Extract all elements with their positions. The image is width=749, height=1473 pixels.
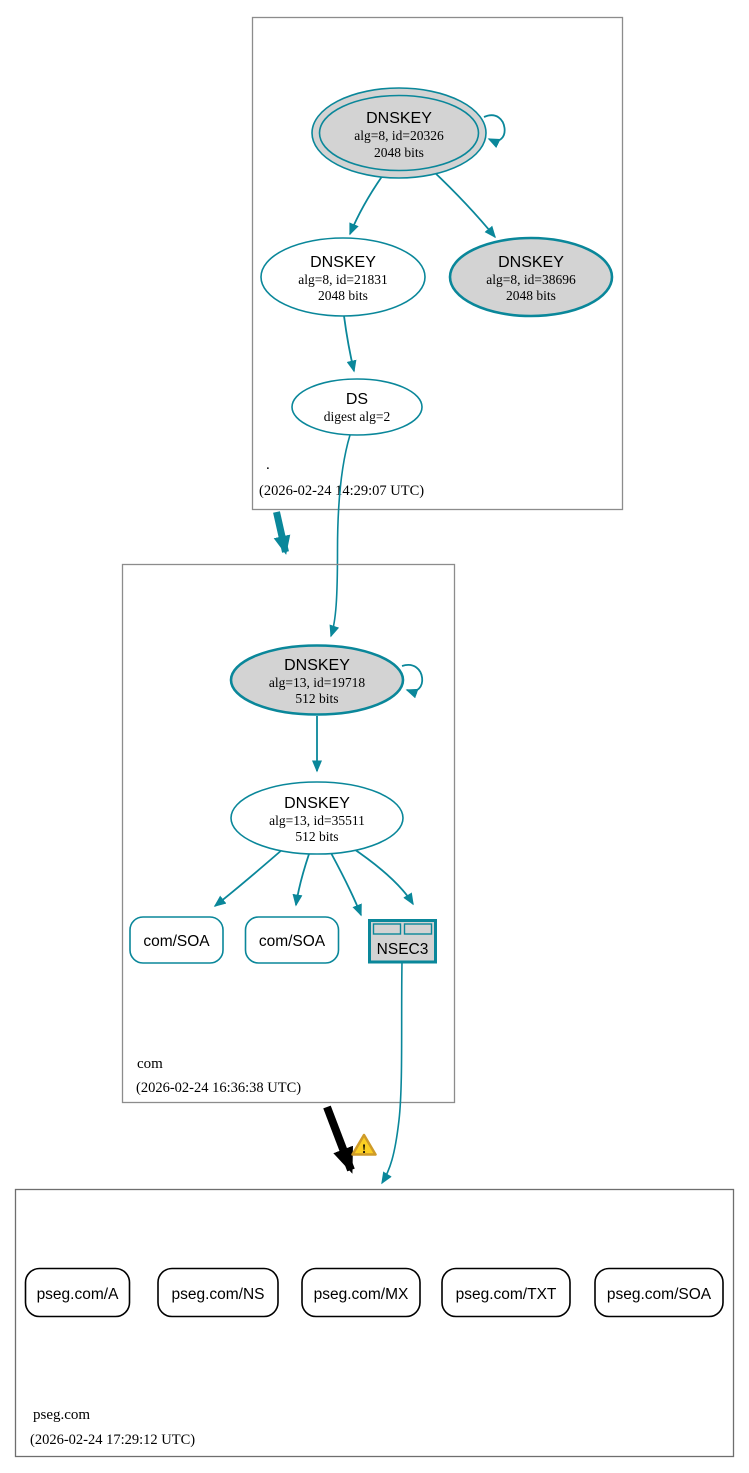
edge-root-ds-to-com-ksk <box>329 434 351 638</box>
zone-box-root <box>251 16 624 511</box>
svg-text:DNSKEY: DNSKEY <box>498 254 564 271</box>
edge-root-delegation-to-com <box>273 511 291 555</box>
svg-text:com/SOA: com/SOA <box>259 933 326 950</box>
svg-text:!: ! <box>362 1141 366 1156</box>
svg-text:512 bits: 512 bits <box>295 829 338 844</box>
svg-text:pseg.com/SOA: pseg.com/SOA <box>607 1286 712 1303</box>
svg-text:digest alg=2: digest alg=2 <box>324 409 390 424</box>
zone-box-com <box>121 563 456 1104</box>
zone-timestamp-root: (2026-02-24 14:29:07 UTC) <box>259 483 424 499</box>
rrset-node-pseg-com-a[interactable]: pseg.com/A <box>24 1267 131 1318</box>
edge-root-ksk-to-key38696 <box>431 169 496 239</box>
svg-text:DNSKEY: DNSKEY <box>284 657 350 674</box>
svg-text:DNSKEY: DNSKEY <box>284 795 350 812</box>
rrset-node-pseg-com-mx[interactable]: pseg.com/MX <box>301 1267 421 1318</box>
zone-timestamp-com: (2026-02-24 16:36:38 UTC) <box>136 1080 301 1096</box>
zone-label-pseg-com: pseg.com <box>33 1407 90 1423</box>
zone-label-root: . <box>266 457 270 473</box>
svg-text:pseg.com/TXT: pseg.com/TXT <box>456 1286 557 1303</box>
self-loop-root-ksk <box>483 114 506 149</box>
rrset-node-com-soa-2[interactable]: com/SOA <box>244 916 340 964</box>
svg-text:NSEC3: NSEC3 <box>377 941 429 958</box>
svg-text:alg=8, id=20326: alg=8, id=20326 <box>354 128 444 143</box>
zone-label-com: com <box>137 1056 163 1072</box>
svg-text:alg=13, id=19718: alg=13, id=19718 <box>269 675 365 690</box>
warning-icon[interactable]: ! <box>351 1133 377 1156</box>
edge-com-zsk-to-nsec3-left <box>330 852 362 917</box>
edge-root-zsk-to-ds <box>343 315 357 373</box>
svg-text:com/SOA: com/SOA <box>143 933 210 950</box>
svg-text:pseg.com/A: pseg.com/A <box>37 1286 120 1303</box>
svg-text:alg=13, id=35511: alg=13, id=35511 <box>269 813 365 828</box>
dnskey-node-com-ksk-19718[interactable]: DNSKEY alg=13, id=19718 512 bits <box>229 644 405 716</box>
svg-text:alg=8, id=21831: alg=8, id=21831 <box>298 272 387 287</box>
svg-text:alg=8, id=38696: alg=8, id=38696 <box>486 272 576 287</box>
dnskey-node-root-ksk-20326[interactable]: DNSKEY alg=8, id=20326 2048 bits <box>311 87 487 179</box>
svg-text:pseg.com/MX: pseg.com/MX <box>314 1286 409 1303</box>
svg-text:512 bits: 512 bits <box>295 691 338 706</box>
rrset-node-pseg-com-txt[interactable]: pseg.com/TXT <box>441 1267 571 1318</box>
zone-timestamp-pseg-com: (2026-02-24 17:29:12 UTC) <box>30 1432 195 1448</box>
edge-com-zsk-to-soa1 <box>213 848 284 907</box>
rrset-node-pseg-com-soa[interactable]: pseg.com/SOA <box>594 1267 724 1318</box>
edge-root-ksk-to-zsk <box>349 174 384 236</box>
self-loop-com-ksk <box>401 664 424 699</box>
svg-text:DNSKEY: DNSKEY <box>310 254 376 271</box>
ds-node-root[interactable]: DS digest alg=2 <box>291 378 423 436</box>
dnskey-node-root-38696[interactable]: DNSKEY alg=8, id=38696 2048 bits <box>448 236 614 318</box>
dnskey-node-root-zsk-21831[interactable]: DNSKEY alg=8, id=21831 2048 bits <box>260 237 426 317</box>
zone-box-pseg-com <box>14 1188 735 1458</box>
edge-com-zsk-to-soa2 <box>292 853 310 907</box>
svg-text:DS: DS <box>346 391 368 408</box>
svg-text:2048 bits: 2048 bits <box>374 145 424 160</box>
rrset-node-com-soa-1[interactable]: com/SOA <box>129 916 224 964</box>
svg-text:2048 bits: 2048 bits <box>318 288 368 303</box>
edge-com-delegation-to-pseg <box>323 1105 355 1174</box>
svg-text:2048 bits: 2048 bits <box>506 288 556 303</box>
dnskey-node-com-zsk-35511[interactable]: DNSKEY alg=13, id=35511 512 bits <box>230 781 404 855</box>
edge-com-zsk-to-nsec3-top <box>350 846 414 906</box>
edge-nsec3-to-pseg <box>381 961 403 1185</box>
svg-text:pseg.com/NS: pseg.com/NS <box>171 1286 264 1303</box>
nsec3-node[interactable]: NSEC3 <box>368 919 437 964</box>
svg-text:DNSKEY: DNSKEY <box>366 110 432 127</box>
rrset-node-pseg-com-ns[interactable]: pseg.com/NS <box>157 1267 279 1318</box>
